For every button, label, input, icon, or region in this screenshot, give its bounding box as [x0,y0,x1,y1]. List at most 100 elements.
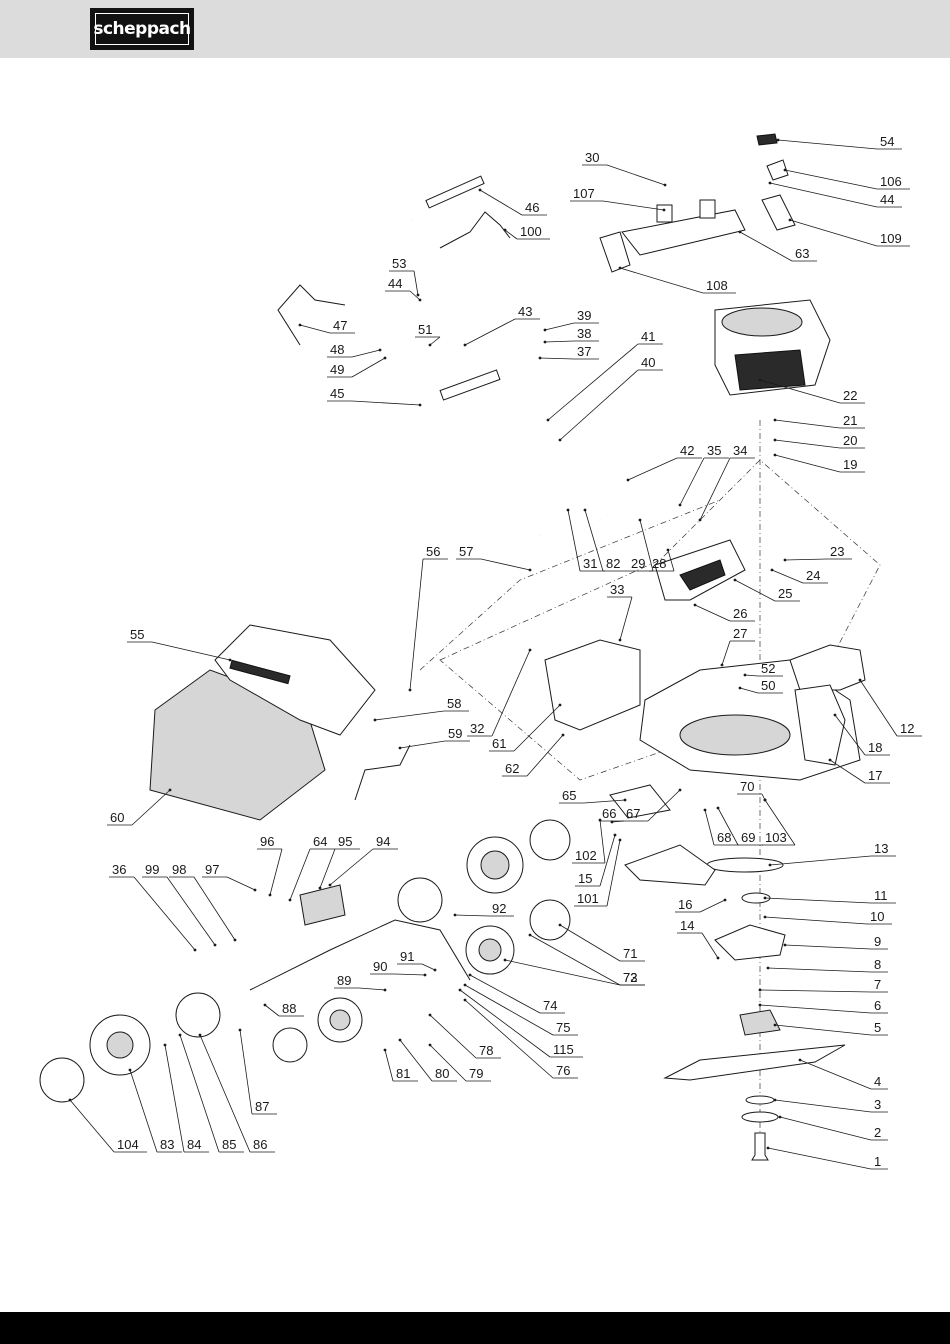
callout-part-68: 68 [703,808,739,846]
callout-target-dot [776,138,780,142]
callout-leader [771,569,804,584]
callout-leader [769,182,878,208]
callout-target-dot [720,663,724,667]
callout-target-dot [398,746,402,750]
callout-target-dot [463,998,467,1002]
callout-leader [611,820,625,823]
callout-leader [459,989,551,1058]
callout-target-dot [773,1098,777,1102]
callout-target-dot [68,1098,72,1102]
callout-leader [701,932,719,959]
callout-number: 58 [447,696,461,711]
callout-target-dot [228,658,232,662]
callout-leader [599,819,606,864]
callout-part-21: 21 [773,413,865,429]
callout-number: 71 [623,946,637,961]
callout-part-109: 109 [788,218,910,247]
callout-part-59: 59 [398,726,470,750]
cover-108 [599,231,631,273]
callout-leader [717,807,739,846]
callout-number: 66 [602,806,616,821]
callout-part-60: 60 [107,788,172,826]
callout-part-23: 23 [783,544,852,562]
callout-leader [226,876,256,891]
callout-part-50: 50 [738,678,783,694]
callout-leader [606,839,621,907]
callout-leader [767,1147,872,1170]
callout-target-dot [768,181,772,185]
callout-number: 79 [469,1066,483,1081]
callout-number: 43 [518,304,532,319]
callout-leader [429,336,441,346]
callout-number: 22 [843,388,857,403]
callout-target-dot [268,893,272,897]
callout-part-99: 99 [142,862,217,947]
callout-target-dot [528,648,532,652]
callout-leader [399,740,446,749]
callout-leader [784,944,872,950]
callout-part-56: 56 [408,544,448,692]
callout-part-84: 84 [163,1043,209,1153]
wheel-front-right-hub [480,850,510,880]
callout-target-dot [738,686,742,690]
callout-number: 35 [707,443,721,458]
callout-number: 65 [562,788,576,803]
engine-detail [734,349,806,391]
callout-number: 11 [874,888,888,903]
callout-leader [269,848,283,896]
callout-number: 4 [874,1074,881,1089]
callout-part-27: 27 [720,626,755,667]
callout-target-dot [328,883,332,887]
callout-part-65: 65 [559,788,627,804]
callout-part-57: 57 [456,544,532,572]
callout-number: 63 [795,246,809,261]
callout-target-dot [666,548,670,552]
clutch-housing-9 [714,924,786,961]
callout-target-dot [833,713,837,717]
callout-number: 19 [843,457,857,472]
callout-target-dot [610,820,614,824]
callout-leader [454,914,490,917]
handle-grip [425,175,485,209]
callout-part-24: 24 [770,568,828,584]
callout-part-108: 108 [618,266,736,294]
callout-part-58: 58 [373,696,469,722]
callout-part-96: 96 [257,834,283,897]
callout-part-92: 92 [453,901,514,917]
callout-part-39: 39 [543,308,599,332]
callout-part-38: 38 [543,326,599,344]
callout-part-30: 30 [582,150,667,187]
callout-target-dot [378,348,382,352]
callout-leader [526,734,564,777]
callout-leader [619,596,633,641]
callout-target-dot [723,898,727,902]
washer-2 [741,1111,779,1123]
callout-number: 107 [573,186,595,201]
callout-leader [774,439,841,449]
callout-target-dot [798,1058,802,1062]
callout-target-dot [288,898,292,902]
callout-leader [774,419,841,429]
callout-leader [193,876,236,941]
callout-part-13: 13 [768,841,896,867]
callout-number: 62 [505,761,519,776]
callout-target-dot [543,340,547,344]
callout-number: 101 [577,891,599,906]
callout-leader [699,457,731,521]
callout-number: 15 [578,871,592,886]
callout-leader [491,649,531,737]
blade-bolt [751,1132,769,1161]
callout-number: 31 [583,556,597,571]
callout-target-dot [783,558,787,562]
callout-number: 98 [172,862,186,877]
callout-target-dot [373,718,377,722]
callout-leader [413,270,419,296]
callout-leader [774,1099,872,1113]
callout-leader [384,1049,394,1082]
callout-part-2: 2 [778,1115,888,1141]
callout-part-82: 82 [583,508,628,572]
callout-leader [513,704,561,752]
side-discharge [789,644,866,691]
callout-part-26: 26 [693,603,755,622]
